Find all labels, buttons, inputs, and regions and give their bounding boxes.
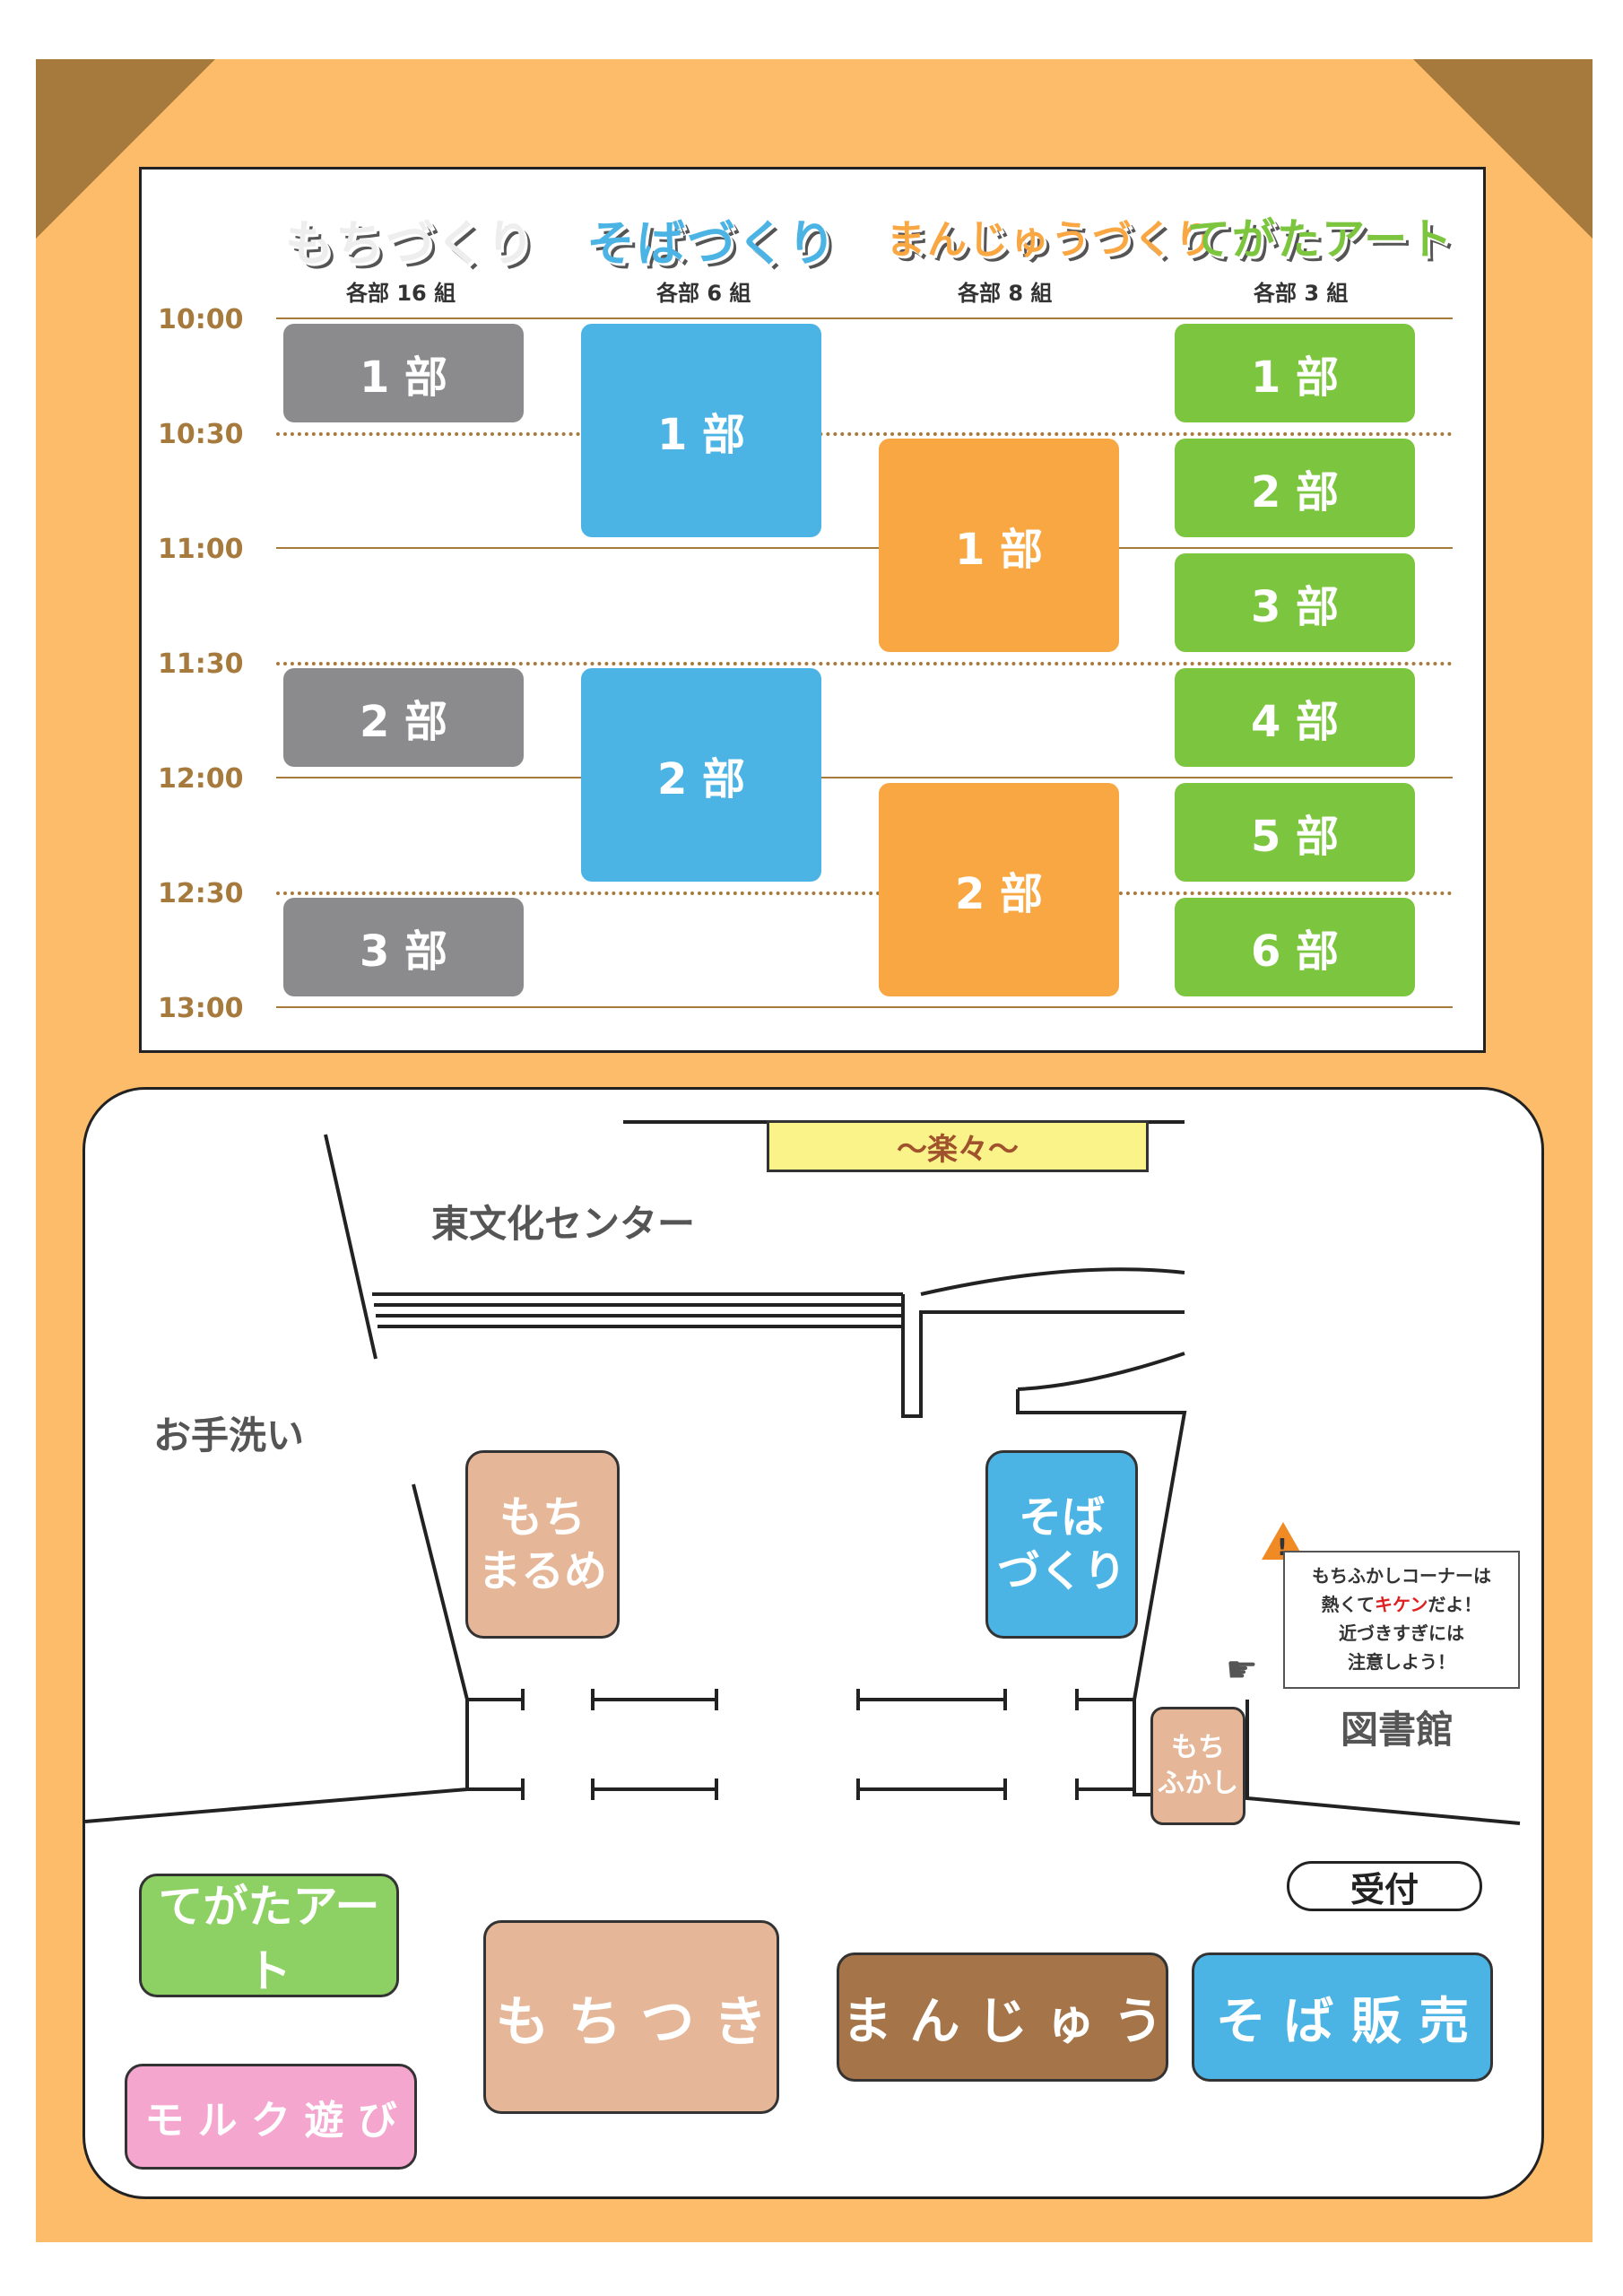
reception-label: 受付 (1287, 1861, 1482, 1911)
session-block-tegata-2: 2 部 (1175, 439, 1415, 537)
time-label: 10:30 (158, 419, 244, 450)
booth-label-line: まるめ (477, 1546, 607, 1596)
grid-line-dotted (276, 662, 1453, 665)
venue-map: ～楽々～ 東文化センター お手洗い 図書館 もちまるめ そばづくり もちふかし … (82, 1087, 1544, 2199)
notice-text: 熱くて (1321, 1594, 1375, 1615)
booth-moruku-asobi: モ ル ク 遊 び (125, 2064, 417, 2170)
notice-line-4: 注意しよう！ (1348, 1651, 1455, 1673)
time-label: 13:00 (158, 993, 244, 1024)
restroom-label: お手洗い (153, 1413, 305, 1457)
time-label: 11:00 (158, 534, 244, 565)
session-block-tegata-4: 4 部 (1175, 668, 1415, 767)
booth-label-line: もち (499, 1492, 586, 1543)
booth-soba-zukuri: そばづくり (985, 1450, 1138, 1639)
notice-line-3: 近づきすぎには (1339, 1622, 1464, 1644)
booth-mochitsuki: も ち つ き (483, 1920, 779, 2114)
grid-line (276, 777, 1453, 778)
library-label: 図書館 (1341, 1708, 1454, 1752)
session-block-mochi-1: 1 部 (283, 324, 524, 422)
booth-manju: ま ん じ ゅ う (837, 1952, 1168, 2082)
booth-tegata-art: てがたアート (139, 1874, 399, 1997)
warning-mark: ! (1277, 1535, 1288, 1561)
booth-label-line: そば (1018, 1492, 1105, 1543)
rakuraku-banner: ～楽々～ (767, 1120, 1149, 1172)
notice-hot-word: キケン (1375, 1594, 1428, 1615)
time-label: 11:30 (158, 648, 244, 680)
session-block-soba-2: 2 部 (581, 668, 821, 882)
pointing-hand-icon: ☛ (1226, 1649, 1258, 1691)
time-label: 10:00 (158, 304, 244, 335)
column-title-manju: まんじゅうづくり (886, 217, 1216, 263)
grid-line (276, 317, 1453, 319)
column-sub-tegata: 各部 3 組 (1254, 281, 1349, 306)
grid-line (276, 1006, 1453, 1008)
session-block-tegata-3: 3 部 (1175, 553, 1415, 652)
grid-line-dotted (276, 432, 1453, 436)
column-title-mochi: もちづくり (285, 215, 536, 272)
session-block-tegata-6: 6 部 (1175, 898, 1415, 996)
session-block-manju-2: 2 部 (879, 783, 1119, 996)
schedule-panel: もちづくり 各部 16 組 そばづくり 各部 6 組 まんじゅうづくり 各部 8… (139, 167, 1486, 1053)
building-label: 東文化センター (431, 1202, 696, 1246)
notice-line-2: 熱くてキケンだよ！ (1285, 1590, 1518, 1619)
booth-mochi-fukashi: もちふかし (1150, 1707, 1245, 1825)
column-sub-manju: 各部 8 組 (958, 281, 1053, 306)
session-block-manju-1: 1 部 (879, 439, 1119, 652)
booth-soba-hanbai: そ ば 販 売 (1192, 1952, 1493, 2082)
column-sub-mochi: 各部 16 組 (346, 281, 456, 306)
time-label: 12:30 (158, 878, 244, 909)
session-block-soba-1: 1 部 (581, 324, 821, 537)
booth-label-line: もち (1171, 1732, 1225, 1763)
grid-line (276, 547, 1453, 549)
notice-line-1: もちふかしコーナーは (1312, 1565, 1491, 1587)
column-sub-soba: 各部 6 組 (656, 281, 751, 306)
grid-line-dotted (276, 891, 1453, 895)
column-title-tegata: てがたアート (1187, 214, 1454, 265)
time-label: 12:00 (158, 763, 244, 795)
session-block-tegata-1: 1 部 (1175, 324, 1415, 422)
notice-text: だよ！ (1428, 1594, 1482, 1615)
map-walls (85, 1120, 1521, 1825)
booth-label-line: ふかし (1158, 1768, 1238, 1799)
session-block-tegata-5: 5 部 (1175, 783, 1415, 882)
hot-notice: もちふかしコーナーは 熱くてキケンだよ！ 近づきすぎには 注意しよう！ (1283, 1551, 1520, 1689)
column-title-soba: そばづくり (586, 215, 838, 272)
session-block-mochi-2: 2 部 (283, 668, 524, 767)
session-block-mochi-3: 3 部 (283, 898, 524, 996)
booth-label-line: づくり (996, 1546, 1126, 1596)
booth-mochi-marume: もちまるめ (465, 1450, 620, 1639)
